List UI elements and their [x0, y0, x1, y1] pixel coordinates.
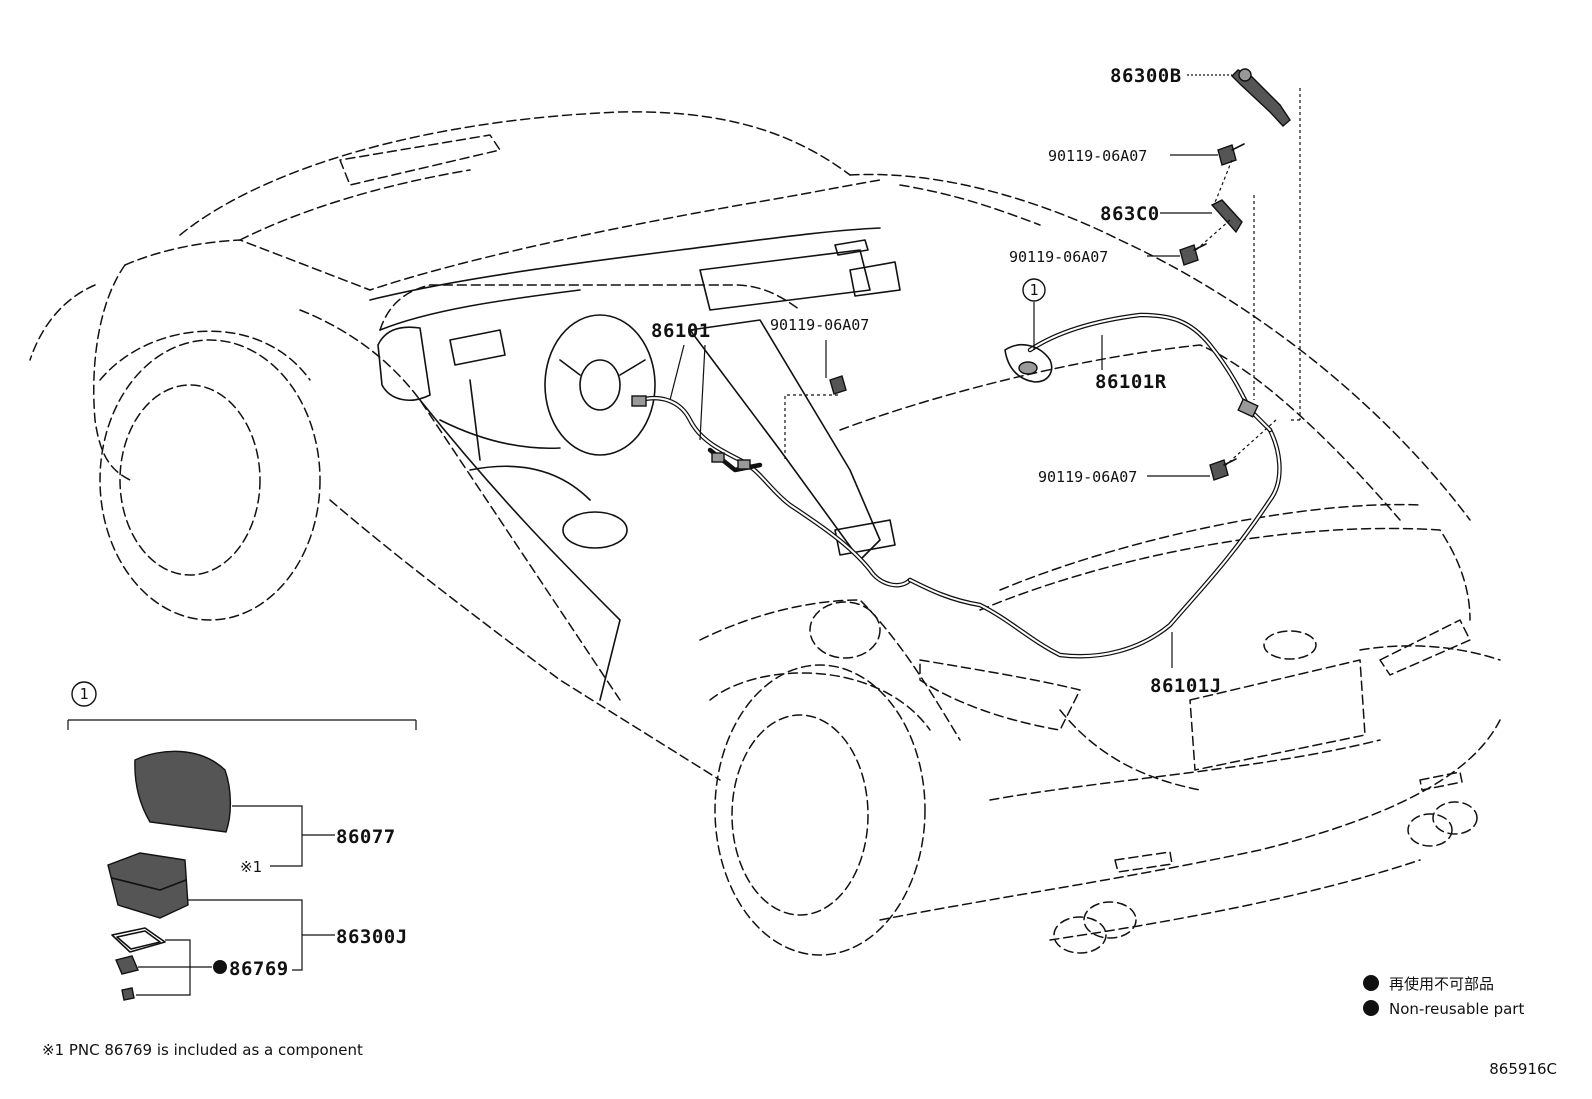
inset-reference-label: 1 [79, 685, 88, 703]
callout-90119-dash: 90119-06A07 [770, 316, 869, 334]
legend-dot-en [1363, 1000, 1379, 1016]
callout-86101R: 86101R [1095, 371, 1167, 393]
nut-86769 [121, 987, 135, 1001]
figure-id: 865916C [1489, 1060, 1557, 1078]
callout-863C0: 863C0 [1100, 203, 1160, 225]
callout-86300J: 86300J [336, 926, 408, 948]
reference-circle-1 [1022, 278, 1046, 302]
callout-90119-mid: 90119-06A07 [1009, 248, 1108, 266]
note-ref-1: ※1 [240, 858, 262, 876]
bolt-90119-mid [1179, 243, 1207, 266]
callout-86769: 86769 [229, 958, 289, 980]
callout-labels: 86300B 90119-06A07 863C0 90119-06A07 861… [651, 65, 1222, 697]
part-863C0 [1210, 199, 1243, 234]
clip-86769 [115, 955, 139, 975]
callout-leaders [669, 74, 1232, 668]
car-body-outline [29, 111, 1501, 956]
interior-outline [369, 227, 901, 701]
bolt-90119-dash [829, 375, 847, 395]
legend-dot-jp [1363, 975, 1379, 991]
antenna-cord-86101 [631, 395, 913, 588]
non-reusable-dot [213, 960, 227, 974]
antenna-body-86300J [107, 852, 189, 919]
footnote: ※1 PNC 86769 is included as a component [42, 1041, 363, 1059]
inset-assembly: 1 86077 ※1 86300J 86769 [67, 681, 417, 1001]
gasket-86769 [111, 927, 166, 953]
assembly-guide-lines [784, 88, 1301, 466]
roof-antenna-mount [1004, 344, 1053, 383]
callout-86101: 86101 [651, 320, 711, 342]
legend-text-en: Non-reusable part [1389, 1000, 1524, 1018]
reference-circle-1-label: 1 [1029, 281, 1038, 299]
inset-reference-circle [71, 681, 97, 707]
part-86300B [1231, 68, 1291, 127]
antenna-cover-86077 [134, 750, 232, 833]
callout-86101J: 86101J [1150, 675, 1222, 697]
callout-90119-top: 90119-06A07 [1048, 147, 1147, 165]
legend-text-jp: 再使用不可部品 [1389, 975, 1494, 993]
legend: 再使用不可部品 Non-reusable part [1363, 975, 1524, 1018]
bolt-90119-low [1209, 458, 1237, 481]
antenna-cord-86101J [907, 427, 1282, 659]
antenna-cord-86101R [1027, 312, 1273, 433]
callout-90119-low: 90119-06A07 [1038, 468, 1137, 486]
callout-86077: 86077 [336, 826, 396, 848]
callout-86300B: 86300B [1110, 65, 1182, 87]
